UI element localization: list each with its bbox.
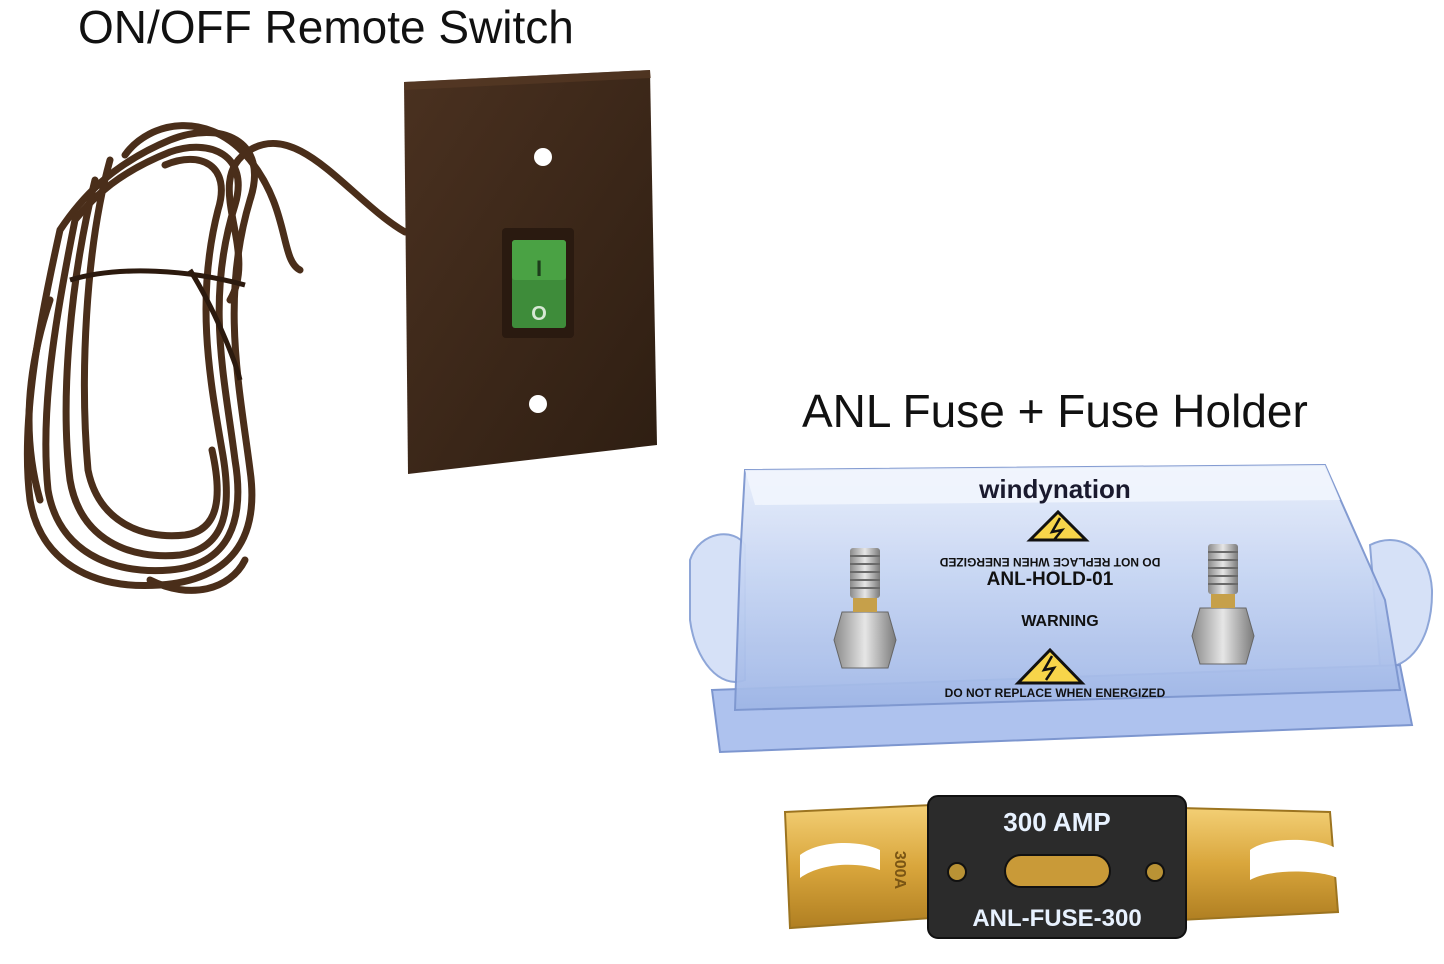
terminal-stud-right <box>1191 544 1255 665</box>
screw-hole-top <box>534 148 552 166</box>
cable-tie <box>69 268 246 381</box>
holder-brand: windynation <box>978 474 1131 504</box>
terminal-stud-left <box>833 548 897 669</box>
holder-caution-top: DO NOT REPLACE WHEN ENERGIZED <box>939 555 1160 569</box>
fuse-caption: ANL Fuse + Fuse Holder <box>802 385 1308 437</box>
rocker-off-symbol: O <box>531 303 547 325</box>
holder-model: ANL-HOLD-01 <box>987 569 1114 590</box>
rocker-switch[interactable]: I O <box>502 228 574 338</box>
fuse-rating: 300 AMP <box>1003 807 1110 837</box>
fuse-holder: windynation DO NOT REPLACE WHEN ENERGIZE… <box>689 463 1434 754</box>
holder-caution-bottom: DO NOT REPLACE WHEN ENERGIZED <box>945 686 1166 700</box>
screw-hole-bottom <box>529 395 547 413</box>
fuse-model: ANL-FUSE-300 <box>972 905 1141 932</box>
rocker-on-symbol: I <box>536 256 542 281</box>
switch-caption: ON/OFF Remote Switch <box>78 1 574 53</box>
coiled-cable <box>23 122 409 594</box>
holder-warning: WARNING <box>1021 613 1098 630</box>
anl-fuse: 300A 300 AMP ANL-FUSE-300 <box>783 795 1340 939</box>
fuse-side-mark: 300A <box>891 851 908 890</box>
